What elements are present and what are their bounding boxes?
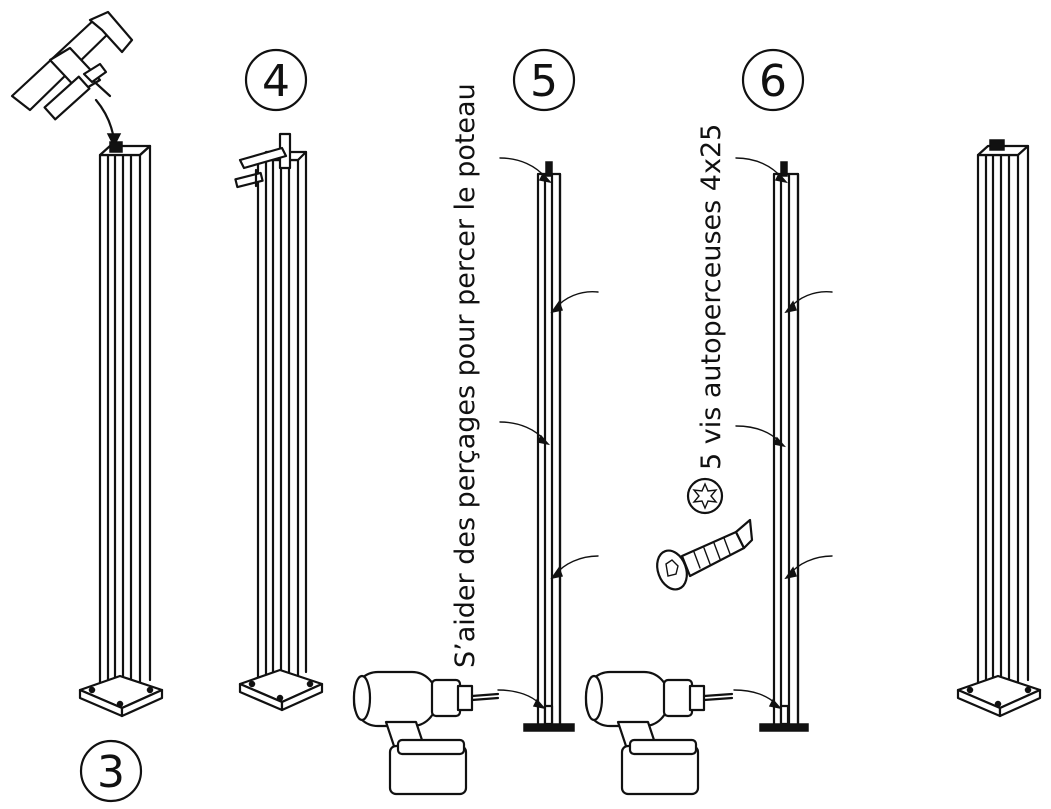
- drill-icon-2: [584, 670, 734, 796]
- step-4-group: 4: [234, 48, 324, 712]
- step-5-group: 5 S’aider des perçages pour percer le po…: [352, 48, 599, 796]
- hole-arrows-5: [497, 157, 599, 710]
- step-6-number: 6: [759, 56, 787, 107]
- clamp-icon: [10, 10, 134, 121]
- post-3: [78, 141, 164, 718]
- screw-icon: [656, 518, 754, 591]
- drill-icon: [352, 670, 500, 796]
- step-5-number: 5: [530, 56, 558, 107]
- hole-arrows-6: [733, 157, 833, 710]
- post-final: [956, 139, 1042, 718]
- post-5: [523, 161, 575, 732]
- step-5-instruction: S’aider des perçages pour percer le pote…: [450, 83, 481, 668]
- torx-icon: [686, 477, 724, 515]
- step-4-number: 4: [262, 56, 290, 107]
- post-6: [759, 161, 809, 732]
- step-6-group: 6 5 vis autoperceuses 4x25: [584, 48, 833, 796]
- step-3-number: 3: [97, 747, 125, 798]
- post-4: [234, 132, 324, 712]
- step-6-instruction: 5 vis autoperceuses 4x25: [696, 124, 727, 470]
- step-3-group: 3: [10, 10, 164, 803]
